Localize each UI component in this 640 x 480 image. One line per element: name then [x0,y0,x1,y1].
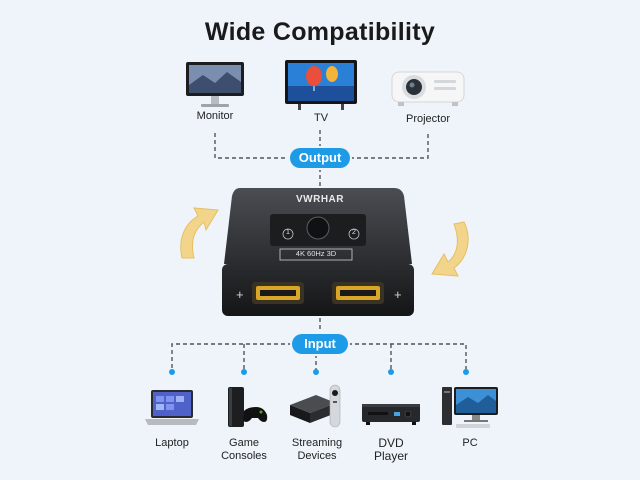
dvd-player-icon [362,404,420,425]
projector-label: Projector [405,113,451,125]
input-badge: Input [292,334,348,354]
rotate-left-arrow-icon [180,207,219,259]
hdmi-switcher-image: + + [222,188,414,316]
monitor-label: Monitor [196,110,234,122]
streaming-box-icon [290,384,341,428]
brand-label: VWRHAR [296,194,344,205]
projector-icon [391,71,465,106]
tv-label: TV [313,112,329,124]
spec-label: 4K 60Hz 3D [295,249,337,258]
port2-label: 2 [352,229,356,236]
pc-icon [442,387,498,428]
svg-text:+: + [394,287,402,302]
svg-text:+: + [236,287,244,302]
page-title: Wide Compatibility [204,18,436,46]
pc-label: PC [462,437,478,449]
output-badge: Output [290,148,350,168]
rotate-right-arrow-icon [431,221,469,277]
port1-label: 1 [286,229,290,236]
laptop-icon [145,390,199,425]
tv-icon [285,60,357,110]
game-console-icon [228,387,268,427]
monitor-icon [186,62,244,107]
laptop-label: Laptop [155,437,189,449]
